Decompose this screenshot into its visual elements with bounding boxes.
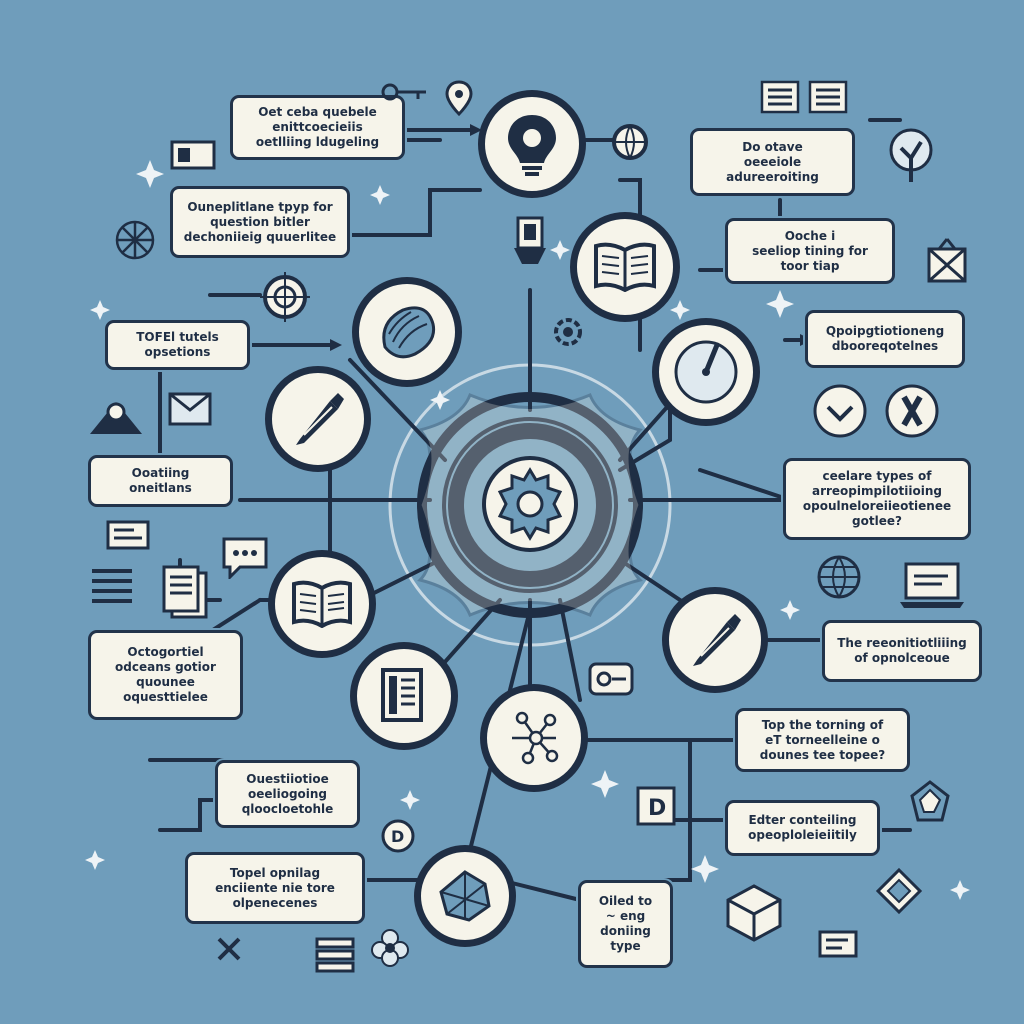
- tag-icon: [106, 520, 150, 554]
- recycle-icon: [900, 776, 960, 836]
- envelope-x-icon: [925, 235, 969, 291]
- topic-label: Oiled to ~ eng doniing type: [578, 880, 673, 968]
- topic-label: Qpoipgtiotioneng dbooreqotelnes: [805, 310, 965, 368]
- snowflake-network-icon: [110, 215, 160, 269]
- open-book-icon: [570, 212, 680, 322]
- topic-label: Octogortiel odceans gotior quounee oques…: [88, 630, 243, 720]
- topic-label: Top the torning of eT torneelleine o dou…: [735, 708, 910, 772]
- svg-text:D: D: [648, 796, 666, 821]
- pen-icon: [265, 366, 371, 472]
- chevron-down-icon: [812, 383, 868, 443]
- book-stack-icon: [315, 935, 355, 979]
- globe-icon: [815, 553, 863, 605]
- topic-label: Ooche i seeliop tining for toor tiap: [725, 218, 895, 284]
- pen-icon: [662, 587, 768, 693]
- topic-label: Do otave oeeeiole adureeroiting: [690, 128, 855, 196]
- compass-dial-icon: [652, 318, 760, 426]
- tree-icon: [885, 128, 937, 188]
- puzzle-cube-icon: [722, 880, 786, 948]
- shell-icon: [352, 277, 462, 387]
- topic-label: TOFEl tutels opsetions: [105, 320, 250, 370]
- document-icon: [350, 642, 458, 750]
- circle-badge-icon: D: [380, 818, 416, 858]
- globe-small-icon: [610, 122, 650, 166]
- laptop-icon: [898, 560, 966, 614]
- mail-icon: [168, 392, 212, 430]
- mountain-icon: [88, 392, 144, 440]
- open-book-icon: [268, 550, 376, 658]
- gear-hub-icon: [478, 452, 582, 560]
- wrench-icon: [884, 383, 940, 443]
- diamond-box-icon: [874, 866, 924, 920]
- svg-text:D: D: [391, 827, 404, 846]
- topic-label: Topel opnilag enciiente nie tore olpenec…: [185, 852, 365, 924]
- stack-lines-icon: [92, 565, 152, 619]
- close-icon: [215, 935, 243, 967]
- cog-small-icon: [548, 312, 588, 356]
- document-stack-icon: [160, 565, 216, 625]
- document-lines-icon: [760, 80, 850, 118]
- crystal-icon: [414, 845, 516, 947]
- topic-label: Ouestiiotioe oeeliogoing qloocloetohle: [215, 760, 360, 828]
- network-nodes-icon: [480, 684, 588, 792]
- topic-label: Ooatiing oneitlans: [88, 455, 233, 507]
- lightbulb-icon: [478, 90, 586, 198]
- search-box-icon: [588, 662, 634, 700]
- note-card-icon: [818, 930, 858, 962]
- letter-d-icon: D: [636, 786, 676, 830]
- lantern-icon: [510, 210, 550, 270]
- target-icon: [260, 272, 310, 326]
- key-icon: [380, 80, 430, 108]
- topic-label: Edter conteiling opeoploleieiitily: [725, 800, 880, 856]
- flower-icon: [370, 928, 410, 972]
- picture-frame-icon: [170, 140, 216, 174]
- map-pin-icon: [445, 80, 473, 120]
- topic-label: The reeonitiotliiing of opnolceoue: [822, 620, 982, 682]
- topic-label: Oet ceba quebele enittcoecieiis oetlliin…: [230, 95, 405, 160]
- chat-bubble-icon: [220, 535, 270, 583]
- topic-label: Ouneplitlane tpyp for question bitler de…: [170, 186, 350, 258]
- topic-label: ceelare types of arreopimpilotiioing opo…: [783, 458, 971, 540]
